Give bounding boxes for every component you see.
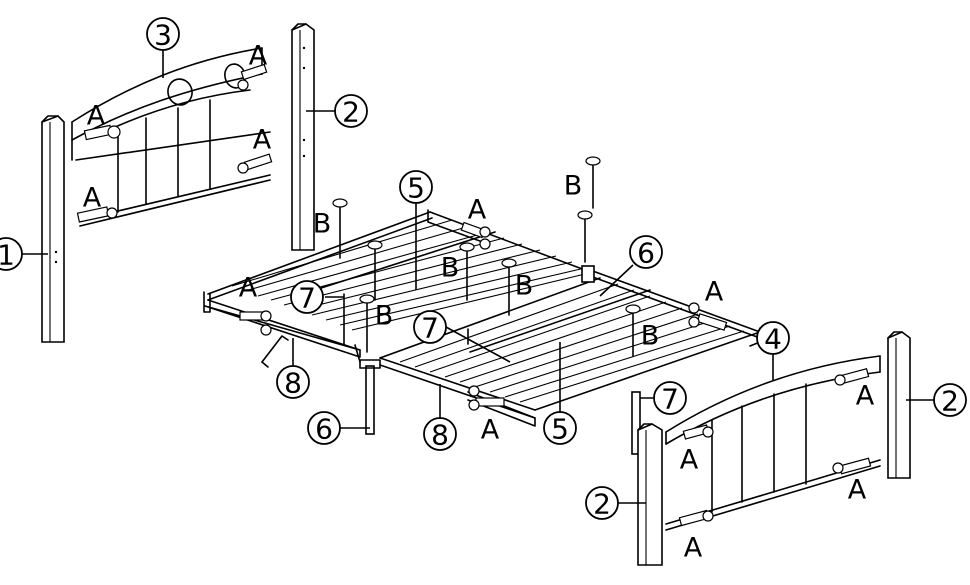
label-b: B: [441, 253, 460, 284]
svg-text:7: 7: [421, 312, 439, 345]
bolt-a-icon: [460, 221, 491, 250]
svg-text:4: 4: [764, 323, 782, 356]
svg-text:7: 7: [298, 282, 316, 315]
label-b: B: [515, 271, 534, 302]
callout-part-6: 6: [307, 411, 341, 446]
svg-text:6: 6: [315, 413, 333, 446]
label-a: A: [249, 41, 268, 72]
svg-text:8: 8: [284, 367, 302, 400]
label-a: A: [705, 277, 724, 308]
svg-text:3: 3: [154, 19, 172, 52]
label-a: A: [680, 445, 699, 476]
callout-part-2: 2: [585, 486, 619, 521]
bolt-b-icon: [332, 198, 348, 259]
label-a: A: [856, 381, 875, 412]
svg-text:2: 2: [593, 488, 611, 521]
bolt-a-icon: [83, 124, 121, 141]
headboard-post-right: [291, 23, 315, 251]
bed-frame: [203, 156, 761, 455]
label-b: B: [641, 321, 660, 352]
svg-text:5: 5: [551, 413, 569, 446]
callout-part-8: 8: [276, 365, 310, 400]
svg-text:2: 2: [342, 96, 360, 129]
bolt-b-icon: [367, 240, 383, 301]
callout-part-2: 2: [933, 383, 967, 418]
bolt-b-icon: [585, 156, 601, 209]
callout-part-4: 4: [756, 321, 790, 356]
callout-part-7: 7: [290, 280, 324, 315]
label-a: A: [253, 125, 272, 156]
svg-text:2: 2: [941, 385, 959, 418]
label-a: A: [684, 533, 703, 564]
label-b: B: [313, 209, 332, 240]
slat-support-loose: [631, 391, 641, 455]
svg-text:6: 6: [637, 237, 655, 270]
bolt-b-icon: [501, 258, 517, 316]
bolt-a-icon: [832, 457, 872, 475]
callout-part-8: 8: [423, 417, 457, 452]
callout-part-5: 5: [399, 170, 433, 205]
footboard: [637, 331, 911, 566]
bolt-b-icon: [359, 294, 375, 353]
leader-lines: [22, 50, 934, 504]
bolt-a-icon: [237, 153, 273, 174]
label-b: B: [375, 301, 394, 332]
svg-text:5: 5: [407, 172, 425, 205]
bolt-a-icon: [237, 63, 268, 91]
bolt-b-icon: [577, 210, 593, 263]
callout-part-7: 7: [653, 381, 687, 416]
bolt-b-icon: [459, 242, 475, 301]
bolt-b-icon: [625, 304, 641, 357]
callout-part-3: 3: [146, 17, 180, 52]
label-a: A: [481, 415, 500, 446]
label-a: A: [848, 475, 867, 506]
callout-part-2: 2: [334, 94, 368, 129]
callout-part-7: 7: [413, 310, 447, 345]
footboard-post-left: [637, 423, 663, 566]
label-b: B: [564, 171, 583, 202]
center-leg: [365, 365, 375, 435]
label-a: A: [83, 183, 102, 214]
callout-part-1: 1: [0, 237, 23, 272]
label-a: A: [239, 273, 258, 304]
label-a: A: [87, 101, 106, 132]
bolt-a-icon: [682, 424, 714, 440]
footboard-post-right: [887, 331, 911, 479]
callout-part-5: 5: [543, 411, 577, 446]
svg-text:7: 7: [661, 383, 679, 416]
svg-text:8: 8: [431, 419, 449, 452]
bolt-a-icon: [834, 368, 870, 386]
bolt-a-icon: [678, 509, 714, 527]
headboard: [41, 23, 315, 343]
svg-text:1: 1: [0, 239, 15, 272]
bolt-a-icon: [688, 302, 728, 331]
callout-part-6: 6: [629, 235, 663, 270]
bolt-a-icon: [239, 310, 272, 336]
label-a: A: [468, 195, 487, 226]
hardware-labels: A A A A A A A A A A A A B B B B B B: [83, 41, 875, 564]
bolt-a-icon: [468, 385, 505, 411]
headboard-post-left: [41, 115, 65, 343]
bolt-a-icon: [76, 206, 118, 223]
